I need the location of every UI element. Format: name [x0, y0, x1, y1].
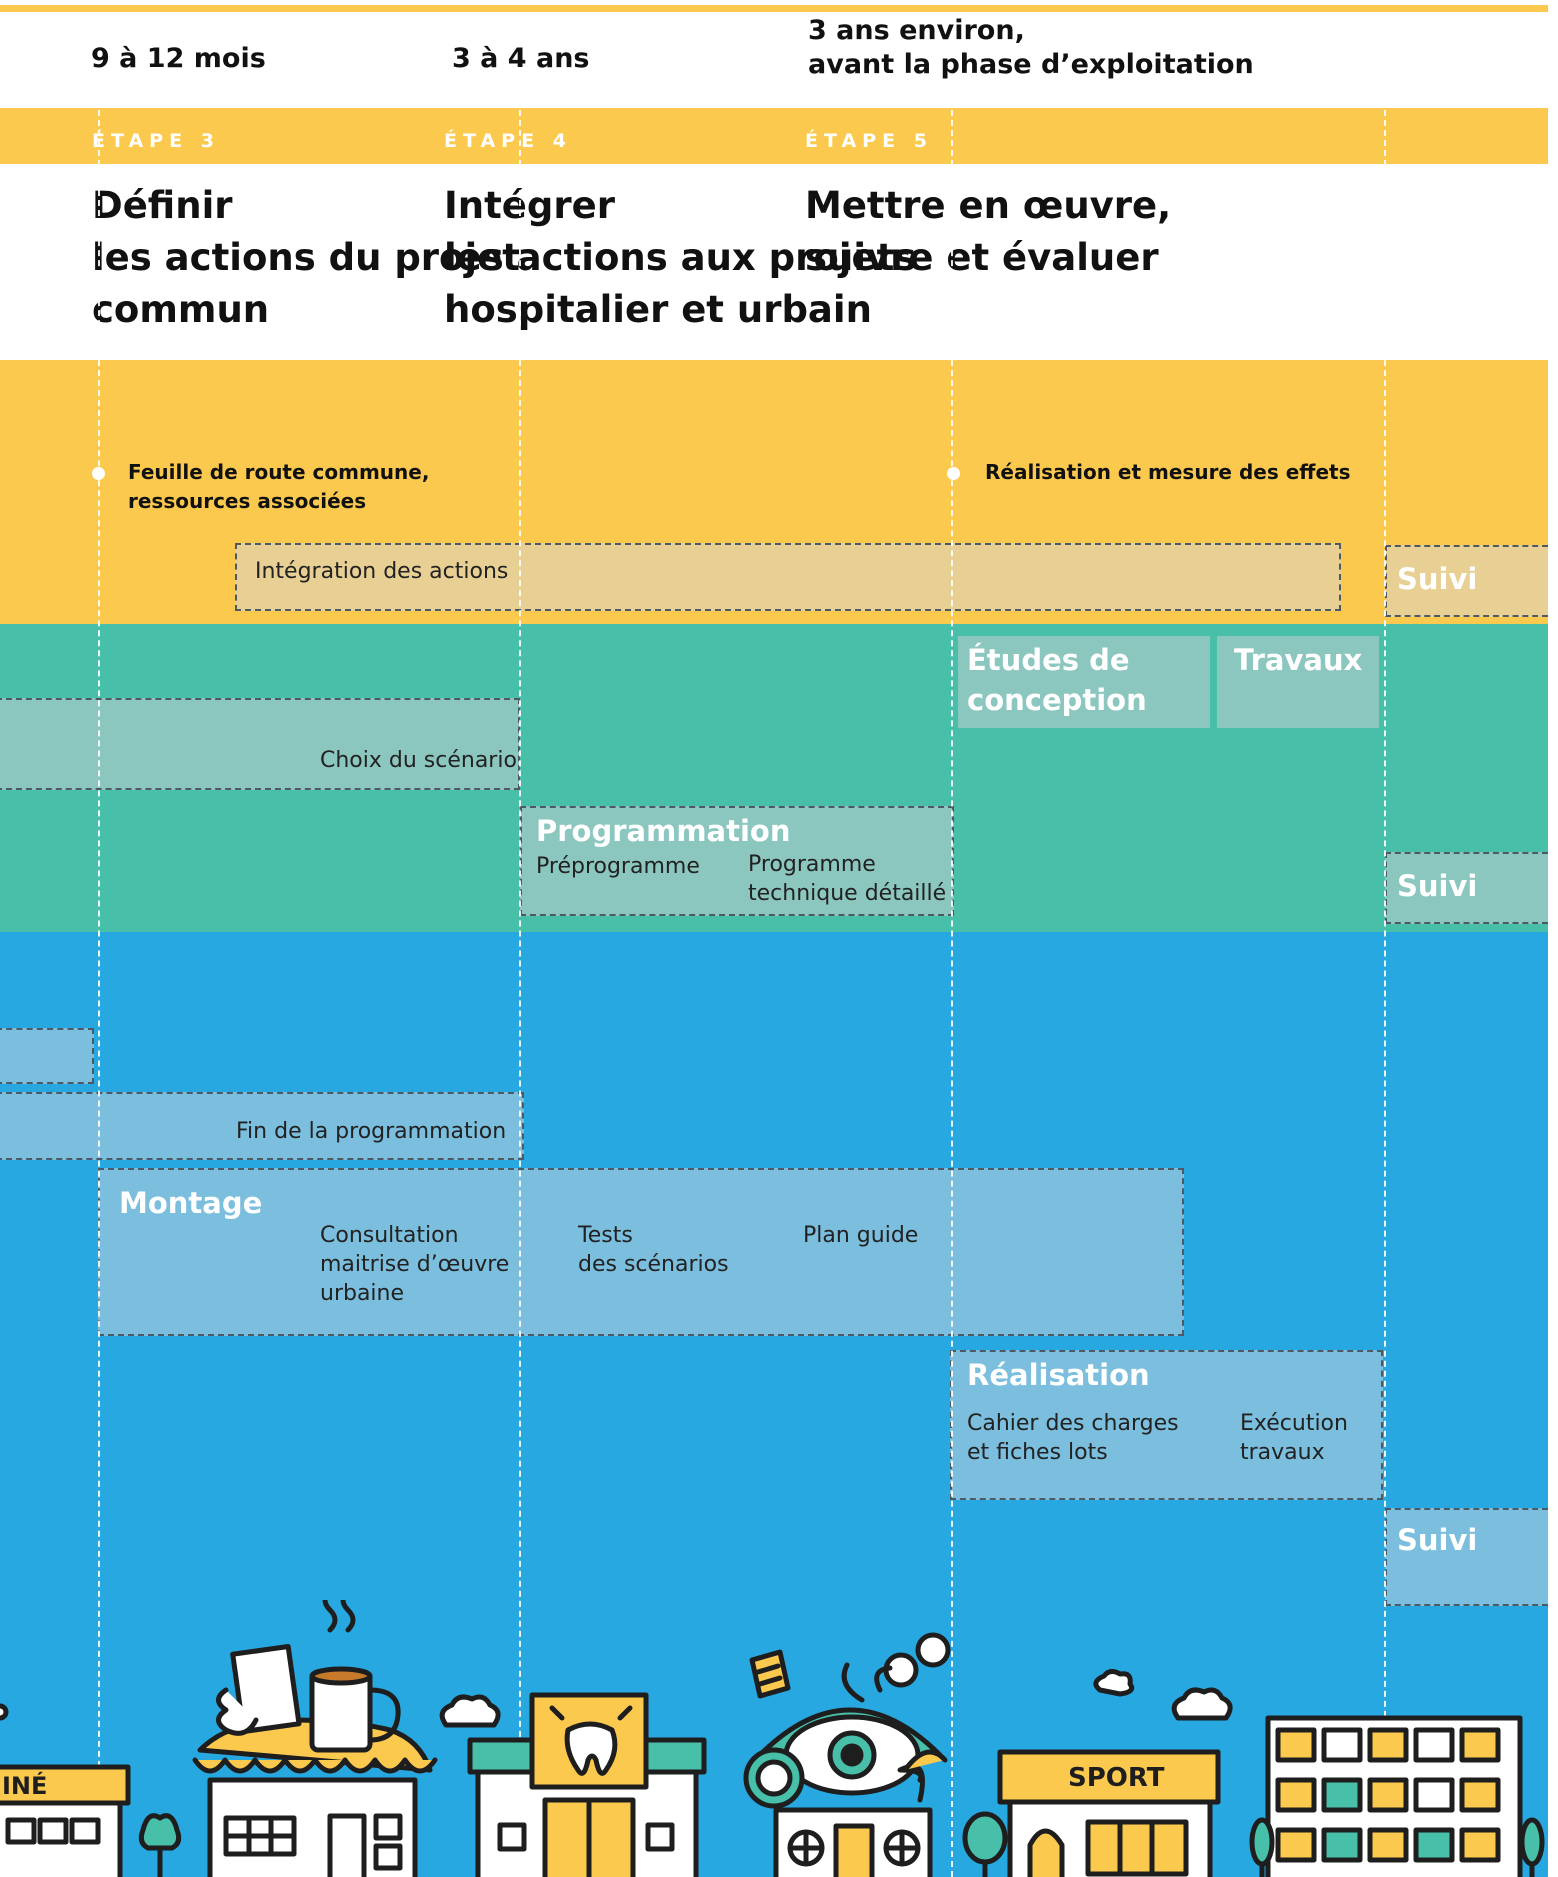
tests-label-line1: Tests [578, 1223, 633, 1248]
tests-label-line2: des scénarios [578, 1252, 729, 1277]
tests-label: Tests des scénarios [578, 1221, 729, 1279]
programmation-box [520, 806, 954, 916]
suivi-blue-label: Suivi [1397, 1523, 1478, 1557]
step3-title-line2: les actions du projet [92, 236, 520, 279]
etudes-box [958, 636, 1210, 728]
consultation-label-line1: Consultation [320, 1223, 459, 1248]
realisation-title: Réalisation [967, 1358, 1150, 1392]
deliverable-step5: Réalisation et mesure des effets [985, 460, 1351, 484]
step4-title-line3: hospitalier et urbain [444, 288, 872, 331]
suivi-blue-box [1385, 1508, 1548, 1606]
etudes-label-line1: Études de [967, 643, 1130, 677]
duration-step5-line2: avant la phase d’exploitation [808, 49, 1254, 80]
deliverable-dot-step5 [947, 467, 960, 480]
divider-end [1384, 100, 1386, 1877]
cloud-icon [1171, 1687, 1233, 1721]
montage-box [98, 1168, 1184, 1336]
step5-title-line2: suivre et évaluer [805, 236, 1159, 279]
blue-strip-box [0, 1028, 94, 1084]
step4-title: Intégrer les actions aux projets hospita… [444, 180, 916, 336]
suivi-green-label: Suivi [1397, 869, 1478, 903]
execution-label: Exécution travaux [1240, 1409, 1348, 1467]
fin-programmation-label: Fin de la programmation [236, 1119, 507, 1144]
etudes-label-line2: conception [967, 683, 1147, 717]
realisation-box [950, 1350, 1383, 1500]
travaux-box [1217, 636, 1379, 728]
step3-title-line3: commun [92, 288, 270, 331]
choix-scenario-box [0, 698, 520, 790]
duration-step3: 9 à 12 mois [91, 43, 266, 74]
sport-sign: SPORT [1068, 1763, 1165, 1793]
divider-step5 [951, 100, 953, 1877]
sport-building-icon [997, 1749, 1221, 1877]
choix-scenario-label: Choix du scénario [320, 748, 517, 773]
step3-title: Définir les actions du projet commun [92, 180, 520, 336]
programme-label-line1: Programme [748, 852, 876, 877]
fin-programmation-box [0, 1092, 524, 1160]
execution-label-line1: Exécution [1240, 1411, 1348, 1436]
consultation-label: Consultation maitrise d’œuvre urbaine [320, 1221, 509, 1308]
city-illustration: INÉ [0, 1600, 1545, 1877]
cinema-sign: INÉ [2, 1771, 47, 1800]
deliverable-step3-line1: Feuille de route commune, [128, 460, 430, 484]
divider-step3 [98, 100, 100, 1877]
cinema-building-icon [0, 1703, 131, 1877]
step4-title-line2: les actions aux projets [444, 236, 917, 279]
cahier-label-line1: Cahier des charges [967, 1411, 1179, 1436]
step4-title-line1: Intégrer [444, 184, 615, 227]
step4-label: ÉTAPE 4 [444, 130, 572, 152]
step5-title: Mettre en œuvre, suivre et évaluer [805, 180, 1171, 284]
execution-label-line2: travaux [1240, 1440, 1325, 1465]
travaux-label: Travaux [1234, 643, 1363, 677]
programme-label: Programme technique détaillé [748, 850, 946, 908]
integration-box [235, 543, 1341, 611]
step5-title-line1: Mettre en œuvre, [805, 184, 1172, 227]
cahier-label-line2: et fiches lots [967, 1440, 1108, 1465]
suivi-green-box [1385, 852, 1548, 924]
montage-title: Montage [119, 1186, 263, 1220]
step3-title-line1: Définir [92, 184, 233, 227]
plan-guide-label: Plan guide [803, 1223, 919, 1248]
tree-icon [962, 1811, 1008, 1877]
apartment-building-icon [1249, 1715, 1545, 1877]
duration-step5-line1: 3 ans environ, [808, 15, 1025, 46]
dentist-building-icon [467, 1692, 707, 1877]
suivi-yellow-label: Suivi [1397, 562, 1478, 596]
step3-label: ÉTAPE 3 [92, 130, 220, 152]
consultation-label-line2: maitrise d’œuvre [320, 1252, 510, 1277]
integration-label: Intégration des actions [255, 559, 509, 584]
tree-icon [138, 1813, 182, 1877]
deliverable-step3: Feuille de route commune, ressources ass… [128, 458, 429, 516]
top-rule [0, 5, 1548, 12]
optician-building-icon [743, 1632, 951, 1877]
deliverable-step3-line2: ressources associées [128, 489, 367, 513]
programmation-title: Programmation [536, 814, 791, 848]
consultation-label-line3: urbaine [320, 1281, 405, 1306]
divider-step4 [519, 100, 521, 1877]
preprogramme-label: Préprogramme [536, 854, 700, 879]
step-strip [0, 108, 1548, 164]
cloud-icon [1093, 1668, 1135, 1697]
step5-label: ÉTAPE 5 [805, 130, 933, 152]
cahier-label: Cahier des charges et fiches lots [967, 1409, 1179, 1467]
cloud-icon [439, 1694, 501, 1728]
duration-step4: 3 à 4 ans [452, 43, 590, 74]
cafe-building-icon [192, 1600, 438, 1877]
etudes-label: Études de conception [967, 640, 1147, 720]
suivi-yellow-box [1385, 545, 1548, 617]
programme-label-line2: technique détaillé [748, 881, 947, 906]
